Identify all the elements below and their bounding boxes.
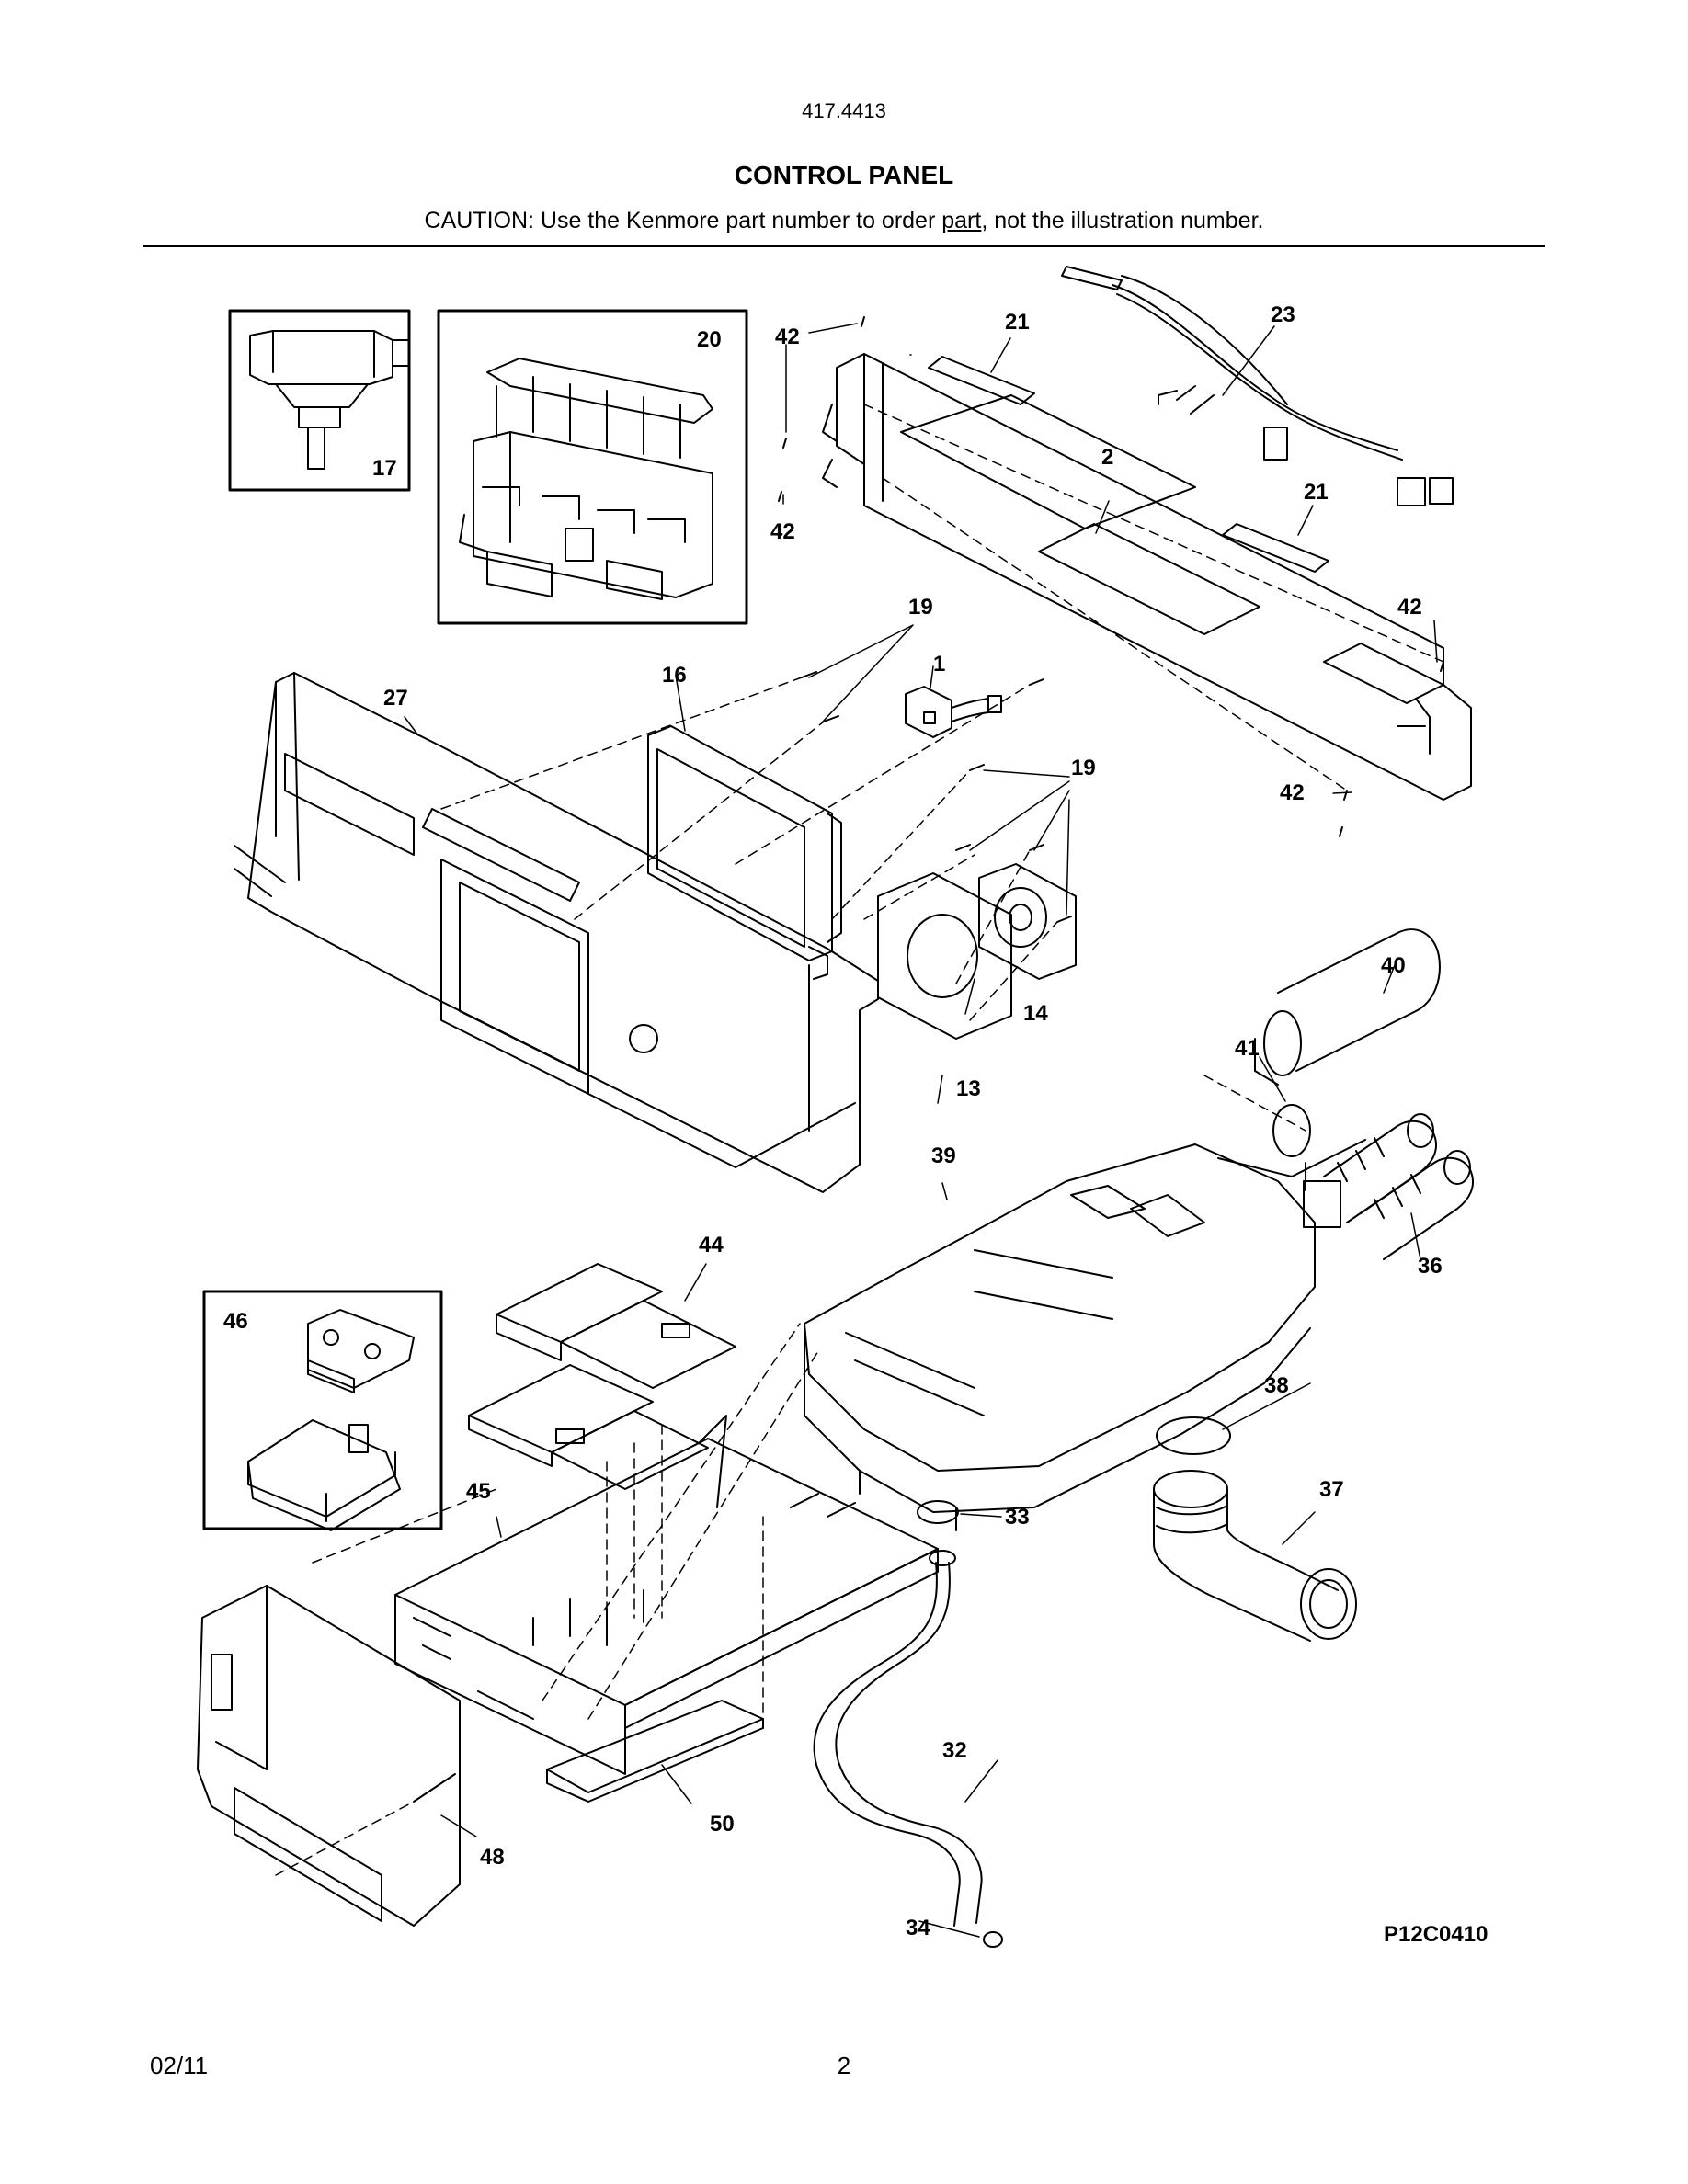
part-44-drawer-insert [468, 1263, 736, 1490]
part-48-drawer-front [197, 1585, 461, 1927]
callout-38: 38 [1264, 1373, 1289, 1398]
part-1-switch [905, 686, 1002, 738]
inset-box-20 [437, 309, 748, 625]
part-39-dispenser-housing [804, 1139, 1366, 1531]
figure-id: P12C0410 [1384, 1922, 1488, 1947]
part-16-display-board [647, 725, 842, 980]
part-13-bezel [877, 872, 1012, 1040]
part-14-speaker [978, 863, 1077, 980]
callout-50: 50 [710, 1812, 735, 1837]
callout-45: 45 [466, 1479, 491, 1504]
callout-19-top: 19 [908, 595, 933, 620]
callout-1: 1 [933, 652, 945, 677]
callout-33: 33 [1005, 1505, 1030, 1530]
callout-34: 34 [906, 1916, 930, 1940]
model-number: 417.4413 [802, 99, 886, 122]
callout-36: 36 [1418, 1254, 1443, 1279]
part-37-bellows [1153, 1470, 1357, 1642]
callout-21-right: 21 [1304, 480, 1329, 505]
caution-note: CAUTION: Use the Kenmore part number to … [0, 208, 1688, 234]
callout-41: 41 [1235, 1036, 1260, 1061]
callout-20: 20 [697, 327, 722, 352]
assembly-lines [275, 404, 1444, 1876]
callout-42-right: 42 [1397, 595, 1422, 620]
callout-32: 32 [942, 1738, 967, 1763]
callout-14: 14 [1023, 1001, 1048, 1026]
part-27-console [234, 672, 879, 1193]
header-divider [143, 245, 1545, 247]
part-33-clamp [917, 1500, 959, 1524]
callout-42-top: 42 [775, 324, 800, 349]
part-36-valves [1303, 1113, 1475, 1260]
part-23-wire-harness [1061, 266, 1454, 506]
callout-27: 27 [383, 686, 408, 711]
part-41-o-ring [1272, 1104, 1311, 1157]
part-21-strips [928, 356, 1329, 573]
callout-42-lower: 42 [1280, 780, 1305, 805]
callout-46: 46 [223, 1309, 248, 1334]
page-number: 2 [837, 2052, 851, 2079]
part-34-clamp [983, 1931, 1003, 1948]
callout-16: 16 [662, 663, 687, 688]
callout-44: 44 [699, 1233, 724, 1257]
caution-text-start: CAUTION: Use the Kenmore part number to … [424, 208, 942, 233]
callout-numbers: 17 20 42 42 21 23 2 21 42 19 1 16 27 19 … [223, 302, 1488, 1947]
leader-lines [404, 323, 1438, 1938]
callout-21-top: 21 [1005, 310, 1030, 335]
callout-23: 23 [1271, 302, 1295, 327]
part-32-drain-hose [813, 1550, 983, 1927]
part-2-mounting-bracket [822, 353, 1472, 801]
caution-text-end: , not the illustration number. [981, 208, 1264, 233]
callout-17: 17 [372, 456, 397, 481]
part-40-cylinder [1254, 928, 1441, 1086]
callout-42-left: 42 [770, 519, 795, 544]
callout-19-right: 19 [1071, 756, 1096, 780]
callout-13: 13 [956, 1076, 981, 1101]
callout-37: 37 [1319, 1477, 1344, 1502]
callout-48: 48 [480, 1845, 505, 1870]
inset-box-17 [228, 309, 411, 492]
part-38-clamp [1156, 1416, 1231, 1455]
caution-part-word: part [941, 208, 982, 233]
inset-box-46 [202, 1290, 443, 1531]
callout-40: 40 [1381, 953, 1406, 978]
callout-2: 2 [1101, 445, 1113, 470]
part-50-tray [546, 1700, 764, 1803]
footer-date: 02/11 [150, 2052, 209, 2079]
screws [778, 316, 1444, 923]
callout-39: 39 [931, 1143, 956, 1168]
page-title: CONTROL PANEL [734, 161, 954, 189]
